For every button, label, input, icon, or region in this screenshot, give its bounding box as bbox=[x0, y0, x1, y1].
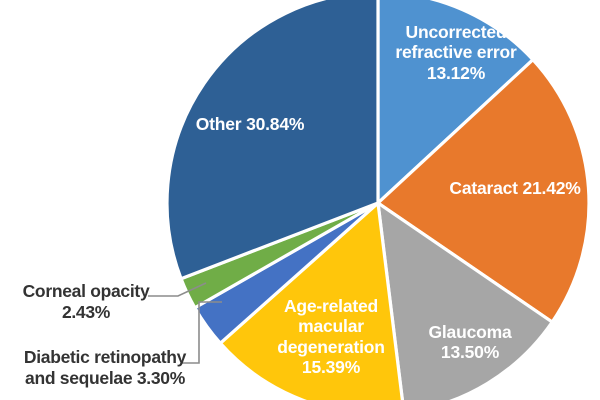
leader-line-diabetic-retinopathy bbox=[181, 301, 222, 364]
pie-slice-other[interactable] bbox=[165, 0, 380, 281]
pie-slice-age-related-macular-degeneration[interactable] bbox=[218, 201, 404, 400]
pie-slice-uncorrected-refractive-error[interactable] bbox=[376, 0, 535, 205]
pie-slice-glaucoma[interactable] bbox=[376, 201, 554, 400]
pie-slice-cataract[interactable] bbox=[376, 58, 591, 324]
leader-line-group bbox=[148, 282, 222, 364]
leader-line-corneal-opacity bbox=[148, 282, 207, 297]
slice-label-corneal-opacity: Corneal opacity 2.43% bbox=[22, 281, 150, 322]
pie-slice-group bbox=[165, 0, 591, 400]
slice-label-diabetic-retinopathy-and-sequelae: Diabetic retinopathy and sequelae 3.30% bbox=[23, 347, 187, 388]
